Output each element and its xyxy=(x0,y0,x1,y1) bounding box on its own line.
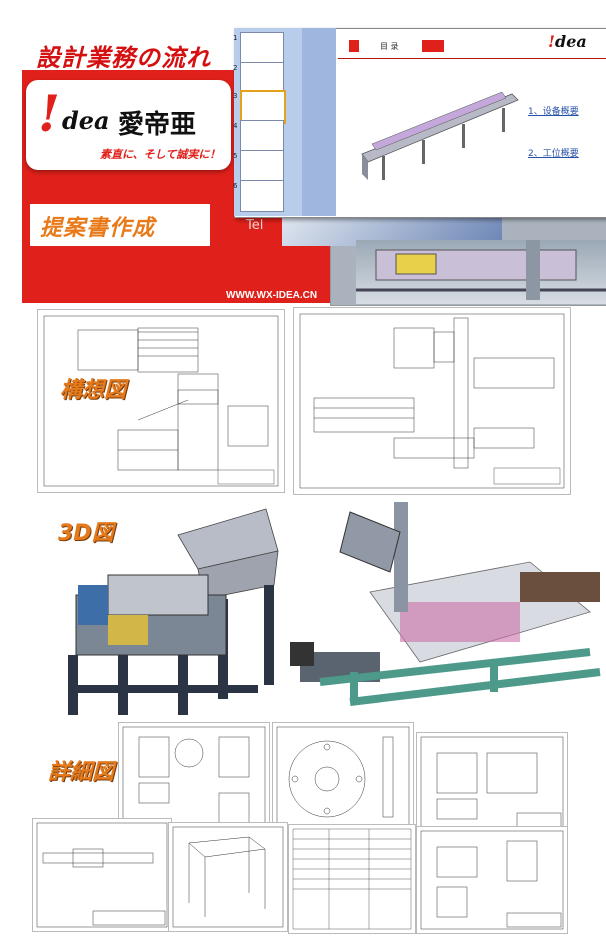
slide-number: 2 xyxy=(233,64,238,72)
proposal-label: 提案書作成 xyxy=(40,215,156,241)
thumbnail-scroll-area[interactable] xyxy=(302,28,336,216)
company-url[interactable]: WWW.WX-IDEA.CN xyxy=(226,290,318,301)
slide-divider xyxy=(338,58,606,59)
slide-menu-label: 目 录 xyxy=(380,42,399,51)
slide-logo-mark: ! xyxy=(548,32,556,51)
slide-toc-item[interactable]: 2、工位概要 xyxy=(528,149,579,159)
concept-drawing-right xyxy=(293,307,571,495)
model-3d-hopper-image xyxy=(48,505,280,717)
slide-thumbnail[interactable] xyxy=(240,150,284,182)
slide-thumbnail[interactable] xyxy=(240,32,284,64)
proposal-label-box xyxy=(30,204,210,246)
slide-number: 3 xyxy=(233,92,238,100)
slide-thumbnail[interactable] xyxy=(240,62,284,94)
slide-number: 6 xyxy=(233,182,238,190)
section-label-detail: 詳細図 xyxy=(48,760,115,785)
model-3d-transfer-image xyxy=(290,502,606,712)
slide-number: 1 xyxy=(233,34,238,42)
logo-kanji: 愛帝亜 xyxy=(118,110,197,140)
slide-toc-item[interactable]: 1、设备概要 xyxy=(528,107,579,117)
conveyor-machine-image xyxy=(352,84,522,184)
section-label-concept: 構想図 xyxy=(60,378,127,403)
detail-drawing-shaft xyxy=(32,818,172,932)
page-title: 設計業務の流れ xyxy=(36,43,211,72)
detail-drawing-disk xyxy=(272,722,414,836)
slide-accent-red xyxy=(349,40,359,52)
tel-fragment: Tel xyxy=(246,218,264,233)
slide-accent-red xyxy=(422,40,444,52)
detail-drawing xyxy=(416,732,568,838)
machine-photo-icon xyxy=(356,240,606,300)
logo-card xyxy=(26,80,231,170)
slide-logo: !dea xyxy=(548,32,587,51)
section-label-3d: 3D図 xyxy=(58,521,114,546)
detail-drawing-frame xyxy=(168,822,288,932)
detail-drawing xyxy=(118,722,270,834)
slide-thumbnail[interactable] xyxy=(240,120,284,152)
detail-drawing-table xyxy=(288,824,416,934)
detail-drawing xyxy=(416,826,568,934)
logo-slogan: 素直に、そして誠実に！ xyxy=(100,148,221,161)
logo-mark: ! xyxy=(38,84,60,143)
slide-layer-machine xyxy=(356,240,606,304)
logo-text: dea xyxy=(62,106,110,135)
concept-drawing-left xyxy=(37,309,285,493)
slide-number: 5 xyxy=(233,152,238,160)
slide-logo-text: dea xyxy=(555,32,587,51)
slide-thumbnail-active[interactable] xyxy=(240,90,286,124)
slide-number: 4 xyxy=(233,122,238,130)
slide-thumbnail[interactable] xyxy=(240,180,284,212)
